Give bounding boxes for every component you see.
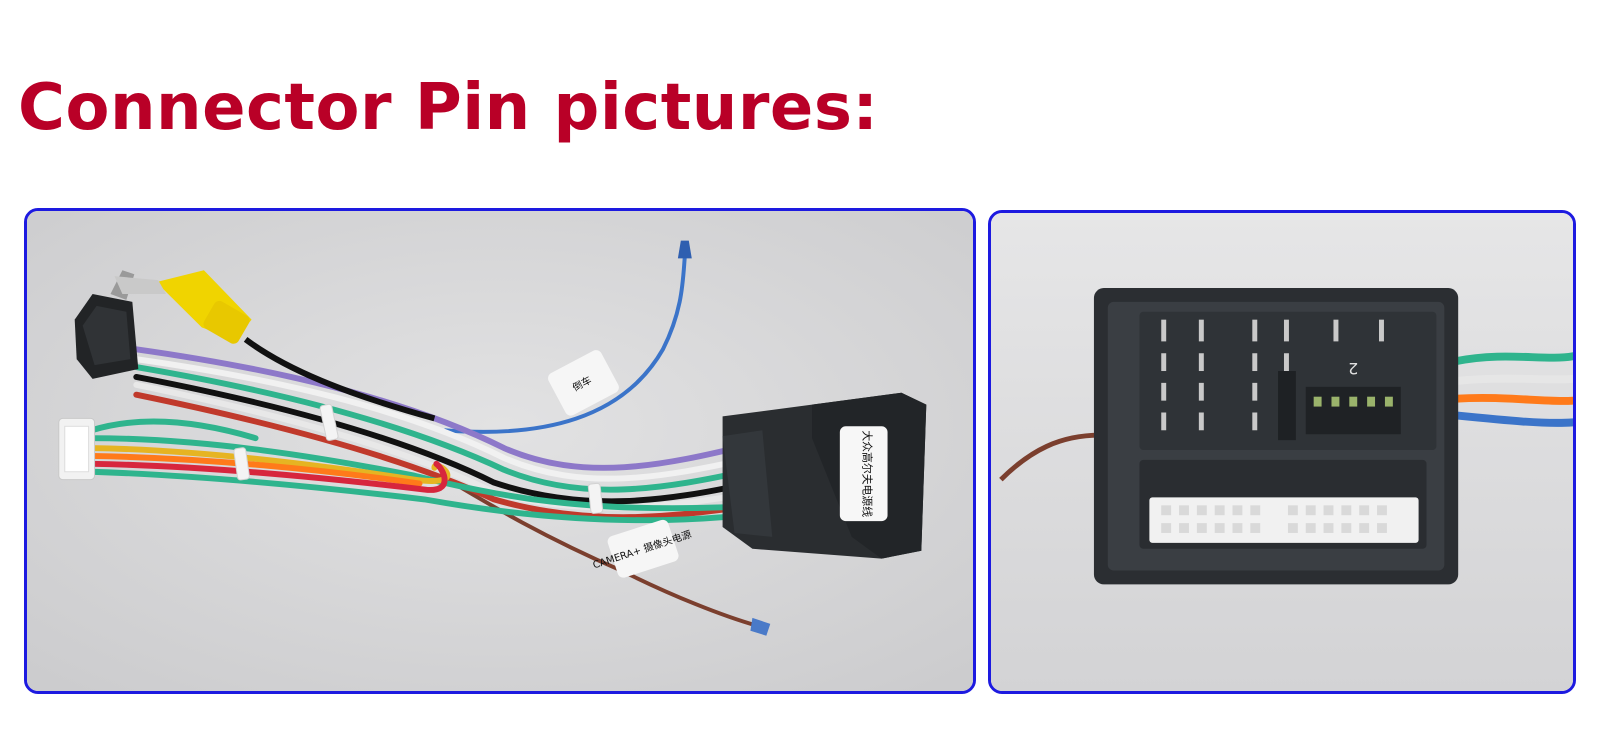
wire-tag-1: 倒车 [548,350,619,416]
connector-mark: 2 [1348,359,1358,378]
connector-label-tag [839,426,888,522]
harness-illustration: 大众高尔夫电源线 倒车 CAMERA+ 摄像头电源 [27,211,973,691]
yellow-rca-plug [114,270,252,344]
harness-photo: 大众高尔夫电源线 倒车 CAMERA+ 摄像头电源 [24,208,976,694]
right-main-connector: 大众高尔夫电源线 [722,392,927,559]
connector-body: 2 [1093,288,1459,585]
page-title: Connector Pin pictures: [18,71,879,145]
connector-face-illustration: 2 [991,213,1573,691]
connector-tag-text: 大众高尔夫电源线 [861,430,875,517]
white-pin-socket [1149,497,1419,543]
brown-wire-cap [750,617,771,636]
connector-face-photo: 2 [988,210,1576,694]
blue-wire-cap [677,240,692,259]
white-multipin-plug [58,417,96,481]
